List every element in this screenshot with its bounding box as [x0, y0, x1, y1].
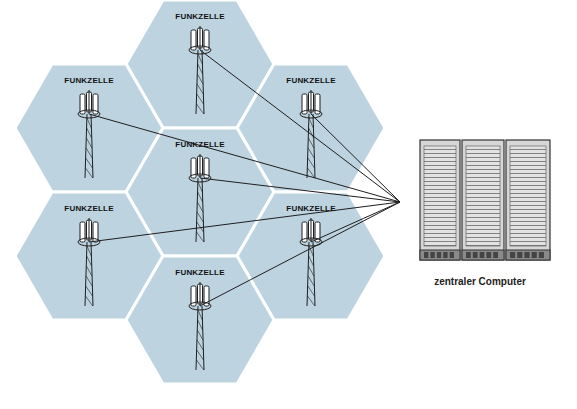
- central-computer: zentraler Computer: [400, 130, 560, 292]
- server-cabinet: [420, 140, 460, 260]
- antenna-tower: [78, 218, 100, 306]
- antenna-tower: [189, 154, 211, 242]
- antenna-tower: [189, 282, 211, 370]
- server-racks: [400, 130, 560, 270]
- radio-cell: FUNKZELLE: [126, 256, 274, 384]
- cell-label: FUNKZELLE: [286, 76, 335, 86]
- data-link: [363, 202, 400, 218]
- antenna-tower: [300, 90, 322, 178]
- data-link: [363, 166, 400, 202]
- cell-label: FUNKZELLE: [286, 204, 335, 214]
- cell-label: FUNKZELLE: [175, 140, 224, 150]
- server-cabinet: [462, 140, 504, 260]
- computer-label: zentraler Computer: [400, 276, 560, 288]
- cell-label: FUNKZELLE: [175, 268, 224, 278]
- antenna-tower: [78, 90, 100, 178]
- cell-label: FUNKZELLE: [64, 76, 113, 86]
- antenna-tower: [300, 218, 322, 306]
- cell-label: FUNKZELLE: [64, 204, 113, 214]
- antenna-tower: [189, 26, 211, 114]
- cell-label: FUNKZELLE: [175, 12, 224, 22]
- server-cabinet: [506, 140, 550, 260]
